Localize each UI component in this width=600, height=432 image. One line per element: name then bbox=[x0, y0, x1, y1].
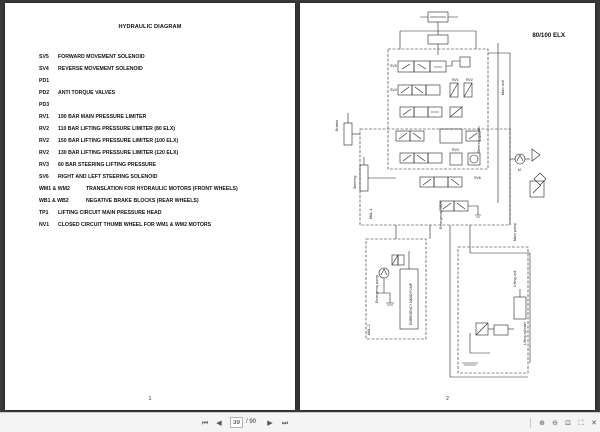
label-emergency-hand-pump: EMERGENCY HAND PUMP bbox=[409, 282, 413, 325]
page-number: 1 bbox=[148, 396, 152, 402]
legend-text: CLOSED CIRCUIT THUMB WHEEL FOR WM1 & WM2… bbox=[58, 222, 212, 228]
legend-text: RIGHT AND LEFT STEERING SOLENOID bbox=[58, 174, 158, 180]
diagram-title: 80/100 ELX bbox=[532, 32, 565, 39]
legend-item: RV2 150 BAR LIFTING PRESSURE LIMITER (100… bbox=[39, 137, 178, 145]
legend-code: TP1 bbox=[39, 210, 49, 216]
first-page-icon[interactable]: ⏮ bbox=[201, 419, 209, 427]
page-2: 80/100 ELX bbox=[300, 3, 595, 410]
legend-text: TRANSLATION FOR HYDRAULIC MOTORS (FRONT … bbox=[86, 186, 238, 192]
legend-code: SV5 bbox=[39, 54, 49, 60]
legend-code: WM1 & WM2 bbox=[39, 186, 70, 192]
lifting-cylinder bbox=[513, 296, 527, 320]
legend-code: RV2 bbox=[39, 150, 49, 156]
legend-item: RV2 130 BAR LIFTING PRESSURE LIMITER (120… bbox=[39, 149, 178, 157]
legend-code: NV1 bbox=[39, 222, 50, 228]
label-mal2: MAL-2 bbox=[367, 324, 371, 335]
legend-item: PD3 bbox=[39, 101, 58, 109]
page-number-input[interactable] bbox=[230, 417, 243, 428]
legend-item: PD2 ANTI TORQUE VALVES bbox=[39, 89, 115, 97]
label-sv5: SV5 bbox=[390, 64, 397, 68]
label-rv3: RV3 bbox=[452, 148, 459, 152]
legend-code: PD2 bbox=[39, 90, 50, 96]
page-total: / 90 bbox=[246, 419, 257, 425]
close-icon[interactable]: ✕ bbox=[591, 419, 597, 427]
legend-item: SV6 RIGHT AND LEFT STEERING SOLENOID bbox=[39, 173, 158, 181]
label-lifting-unit: Lifting unit bbox=[513, 271, 517, 287]
main-unit-block bbox=[387, 48, 489, 170]
filter bbox=[531, 148, 541, 162]
legend-text: 190 BAR MAIN PRESSURE LIMITER bbox=[58, 114, 147, 120]
label-rv1: RV1 bbox=[452, 78, 459, 82]
brake-actuator bbox=[343, 122, 353, 146]
label-brakes: Brakes bbox=[335, 120, 339, 131]
legend-text: NEGATIVE BRAKE BLOCKS (REAR WHEELS) bbox=[86, 198, 199, 204]
toolbar-separator bbox=[530, 418, 531, 428]
legend-item: PD1 bbox=[39, 77, 58, 85]
legend-code: SV6 bbox=[39, 174, 49, 180]
document-viewer[interactable]: HYDRAULIC DIAGRAM SV5 FORWARD MOVEMENT SO… bbox=[0, 0, 600, 412]
legend-item: NV1 CLOSED CIRCUIT THUMB WHEEL FOR WM1 & … bbox=[39, 221, 211, 229]
legend-item: RV3 60 BAR STEERING LIFTING PRESSURE bbox=[39, 161, 156, 169]
last-page-icon[interactable]: ⏭ bbox=[281, 419, 289, 427]
label-mal1: MAL-1 bbox=[369, 208, 373, 219]
viewer-toolbar: ⏮ ◀ / 90 ▶ ⏭ ⊕ ⊖ ⊡ ⛶ ✕ bbox=[0, 412, 600, 432]
previous-page-icon[interactable]: ◀ bbox=[216, 419, 222, 427]
legend-item: SV4 REVERSE MOVEMENT SOLENOID bbox=[39, 65, 143, 73]
legend-text: ANTI TORQUE VALVES bbox=[58, 90, 116, 96]
legend-text: 110 BAR LIFTING PRESSURE LIMITER (80 ELX… bbox=[58, 126, 176, 132]
label-steering-cylinder: Steering cylinder bbox=[477, 125, 481, 153]
page-number: 2 bbox=[446, 396, 449, 402]
zoom-in-icon[interactable]: ⊕ bbox=[539, 419, 545, 427]
label-sv6: SV6 bbox=[474, 176, 481, 180]
steering-cylinder bbox=[359, 164, 369, 192]
legend-code: RV3 bbox=[39, 162, 49, 168]
label-main-pump: Main pump bbox=[513, 223, 517, 241]
legend-code: PD1 bbox=[39, 78, 50, 84]
label-motor: M bbox=[518, 168, 521, 172]
fullscreen-icon[interactable]: ⛶ bbox=[578, 419, 584, 427]
label-sv4: SV4 bbox=[390, 88, 397, 92]
legend-code: RV1 bbox=[39, 114, 49, 120]
emergency-pump-group bbox=[365, 238, 427, 340]
legend-item: WB1 & WB2 NEGATIVE BRAKE BLOCKS (REAR WHE… bbox=[39, 197, 199, 205]
page-title: HYDRAULIC DIAGRAM bbox=[118, 24, 182, 30]
legend-text: 60 BAR STEERING LIFTING PRESSURE bbox=[58, 162, 157, 168]
legend-code: SV4 bbox=[39, 66, 49, 72]
legend-item: RV1 190 BAR MAIN PRESSURE LIMITER bbox=[39, 113, 146, 121]
legend-text: 150 BAR LIFTING PRESSURE LIMITER (100 EL… bbox=[58, 138, 179, 144]
legend-item: TP1 LIFTING CIRCUIT MAIN PRESSURE HEAD bbox=[39, 209, 161, 217]
legend-text: LIFTING CIRCUIT MAIN PRESSURE HEAD bbox=[58, 210, 162, 216]
legend-text: REVERSE MOVEMENT SOLENOID bbox=[58, 66, 143, 72]
label-lifting-cylinder: Lifting cylinder bbox=[523, 321, 527, 345]
label-emergency-pump: Emergency pump bbox=[375, 275, 379, 303]
fit-page-icon[interactable]: ⊡ bbox=[565, 419, 571, 427]
lifting-unit-group bbox=[457, 246, 529, 374]
zoom-out-icon[interactable]: ⊖ bbox=[552, 419, 558, 427]
hydraulic-schematic: Brakes Steering Main pump Main unit Stee… bbox=[335, 11, 547, 378]
legend-item: WM1 & WM2 TRANSLATION FOR HYDRAULIC MOTOR… bbox=[39, 185, 238, 193]
legend-text: FORWARD MOVEMENT SOLENOID bbox=[58, 54, 145, 60]
legend-text: 130 BAR LIFTING PRESSURE LIMITER (120 EL… bbox=[58, 150, 179, 156]
legend-item: RV2 110 BAR LIFTING PRESSURE LIMITER (80 … bbox=[39, 125, 175, 133]
legend-code: RV2 bbox=[39, 138, 49, 144]
label-rv2: RV2 bbox=[466, 78, 473, 82]
page-1: HYDRAULIC DIAGRAM SV5 FORWARD MOVEMENT SO… bbox=[5, 3, 295, 410]
legend-item: SV5 FORWARD MOVEMENT SOLENOID bbox=[39, 53, 145, 61]
label-steering: Steering bbox=[353, 176, 357, 189]
legend-code: WB1 & WB2 bbox=[39, 198, 69, 204]
label-emergency-valve: Emergency valve bbox=[439, 201, 443, 229]
legend-code: RV2 bbox=[39, 126, 49, 132]
legend-code: PD3 bbox=[39, 102, 50, 108]
label-main-unit: Main unit bbox=[501, 80, 505, 95]
next-page-icon[interactable]: ▶ bbox=[267, 419, 273, 427]
